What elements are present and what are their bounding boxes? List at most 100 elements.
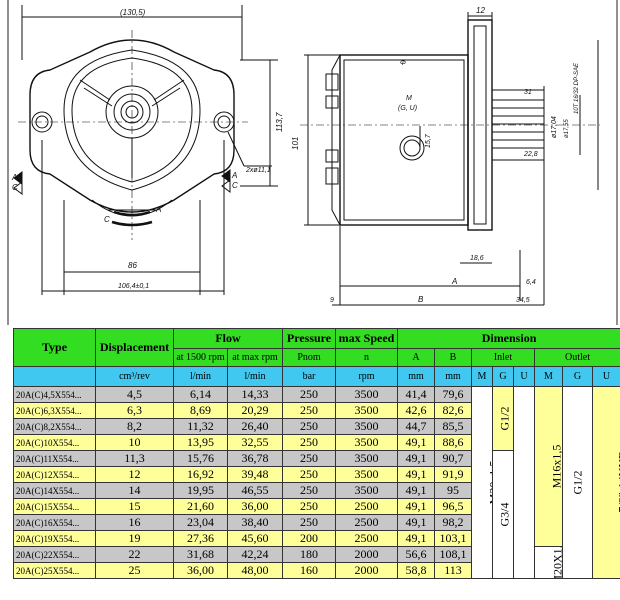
front-view: [13, 5, 278, 295]
cell-type: 20A(C)11X554...: [13, 450, 96, 467]
dim-b: B: [418, 295, 424, 304]
inlet-m: M20x1,5: [471, 386, 493, 579]
cell-b: 90,7: [434, 450, 472, 467]
dim-a: A: [451, 277, 457, 286]
cell-n: 3500: [335, 482, 398, 499]
unit-blank: [13, 366, 96, 387]
cell-f2: 39,48: [227, 466, 283, 483]
dim-key: 22,8: [523, 151, 538, 158]
unit-speed: rpm: [335, 366, 398, 387]
cell-n: 2500: [335, 514, 398, 531]
cell-f2: 42,24: [227, 546, 283, 563]
cell-f1: 13,95: [173, 434, 228, 451]
label-phi: Φ: [400, 60, 406, 67]
cell-type: 20A(C)25X554...: [13, 562, 96, 579]
cell-a: 49,1: [397, 482, 435, 499]
cell-disp: 4,5: [95, 386, 174, 403]
inlet-g-large: G3/4: [492, 450, 514, 579]
dim-top-width: (130,5): [120, 8, 146, 17]
cell-f1: 8,69: [173, 402, 228, 419]
header-at-1500: at 1500 rpm: [173, 348, 228, 367]
cell-disp: 10: [95, 434, 174, 451]
cell-n: 3500: [335, 450, 398, 467]
cell-f1: 31,68: [173, 546, 228, 563]
cell-p: 250: [282, 386, 336, 403]
cell-a: 42,6: [397, 402, 435, 419]
cell-p: 250: [282, 450, 336, 467]
outlet-m-small-label: M16x1,5: [549, 444, 563, 489]
inlet-g-large-label: G3/4: [497, 502, 512, 527]
cell-p: 160: [282, 562, 336, 579]
header-outlet-u: U: [591, 366, 620, 387]
cell-p: 250: [282, 402, 336, 419]
header-type: Type: [13, 328, 96, 367]
cell-type: 20A(C)15X554...: [13, 498, 96, 515]
header-b: B: [434, 348, 472, 367]
cell-f1: 23,04: [173, 514, 228, 531]
cell-n: 3500: [335, 418, 398, 435]
cell-f2: 38,40: [227, 514, 283, 531]
cell-type: 20A(C)10X554...: [13, 434, 96, 451]
cell-disp: 8,2: [95, 418, 174, 435]
dim-side-height: 101: [291, 137, 300, 150]
cell-p: 180: [282, 546, 336, 563]
cell-a: 44,7: [397, 418, 435, 435]
cell-n: 2000: [335, 546, 398, 563]
cell-n: 3500: [335, 434, 398, 451]
header-inlet-g: G: [492, 366, 514, 387]
cell-type: 20A(C)12X554...: [13, 466, 96, 483]
outlet-u: 7/8"-14UNF: [591, 386, 620, 579]
label-c-rot: C: [104, 215, 110, 224]
outlet-m-large-label: M20X1,5: [550, 548, 563, 578]
dim-base-width: 106,4±0,1: [118, 283, 149, 290]
cell-f1: 11,32: [173, 418, 228, 435]
header-pressure: Pressure: [282, 328, 336, 349]
dim-9: 9: [330, 297, 334, 304]
cell-p: 250: [282, 482, 336, 499]
cell-type: 20A(C)4,5X554...: [13, 386, 96, 403]
cell-type: 20A(C)19X554...: [13, 530, 96, 547]
cell-a: 49,1: [397, 514, 435, 531]
dim-shaft-len: 31: [524, 89, 532, 96]
cell-f1: 36,00: [173, 562, 228, 579]
cell-f1: 6,14: [173, 386, 228, 403]
cell-b: 96,5: [434, 498, 472, 515]
header-flow: Flow: [173, 328, 283, 349]
cell-a: 41,4: [397, 386, 435, 403]
cell-f2: 32,55: [227, 434, 283, 451]
cell-a: 56,6: [397, 546, 435, 563]
label-a-rot: A: [155, 205, 161, 214]
cell-disp: 22: [95, 546, 174, 563]
cell-b: 103,1: [434, 530, 472, 547]
cell-a: 49,1: [397, 498, 435, 515]
header-dimension: Dimension: [396, 328, 620, 349]
cell-b: 88,6: [434, 434, 472, 451]
cell-disp: 11,3: [95, 450, 174, 467]
cell-p: 250: [282, 434, 336, 451]
label-a-right: A: [231, 171, 237, 180]
cell-f2: 46,55: [227, 482, 283, 499]
outlet-g-label: G1/2: [570, 470, 584, 495]
inlet-u: 1 1/16"-12UNF: [513, 386, 535, 579]
cell-b: 108,1: [434, 546, 472, 563]
cell-p: 250: [282, 466, 336, 483]
cell-disp: 19: [95, 530, 174, 547]
cell-type: 20A(C)14X554...: [13, 482, 96, 499]
cell-p: 250: [282, 498, 336, 515]
cell-b: 82,6: [434, 402, 472, 419]
dim-34-5: 34,5: [516, 297, 530, 304]
unit-a: mm: [397, 366, 435, 387]
header-a: A: [397, 348, 435, 367]
cell-f1: 19,95: [173, 482, 228, 499]
unit-flow2: l/min: [227, 366, 283, 387]
cell-f2: 36,78: [227, 450, 283, 467]
unit-flow1: l/min: [173, 366, 228, 387]
cell-a: 49,1: [397, 530, 435, 547]
cell-type: 20A(C)6,3X554...: [13, 402, 96, 419]
cell-f2: 14,33: [227, 386, 283, 403]
label-port-gu: (G, U): [398, 105, 417, 112]
